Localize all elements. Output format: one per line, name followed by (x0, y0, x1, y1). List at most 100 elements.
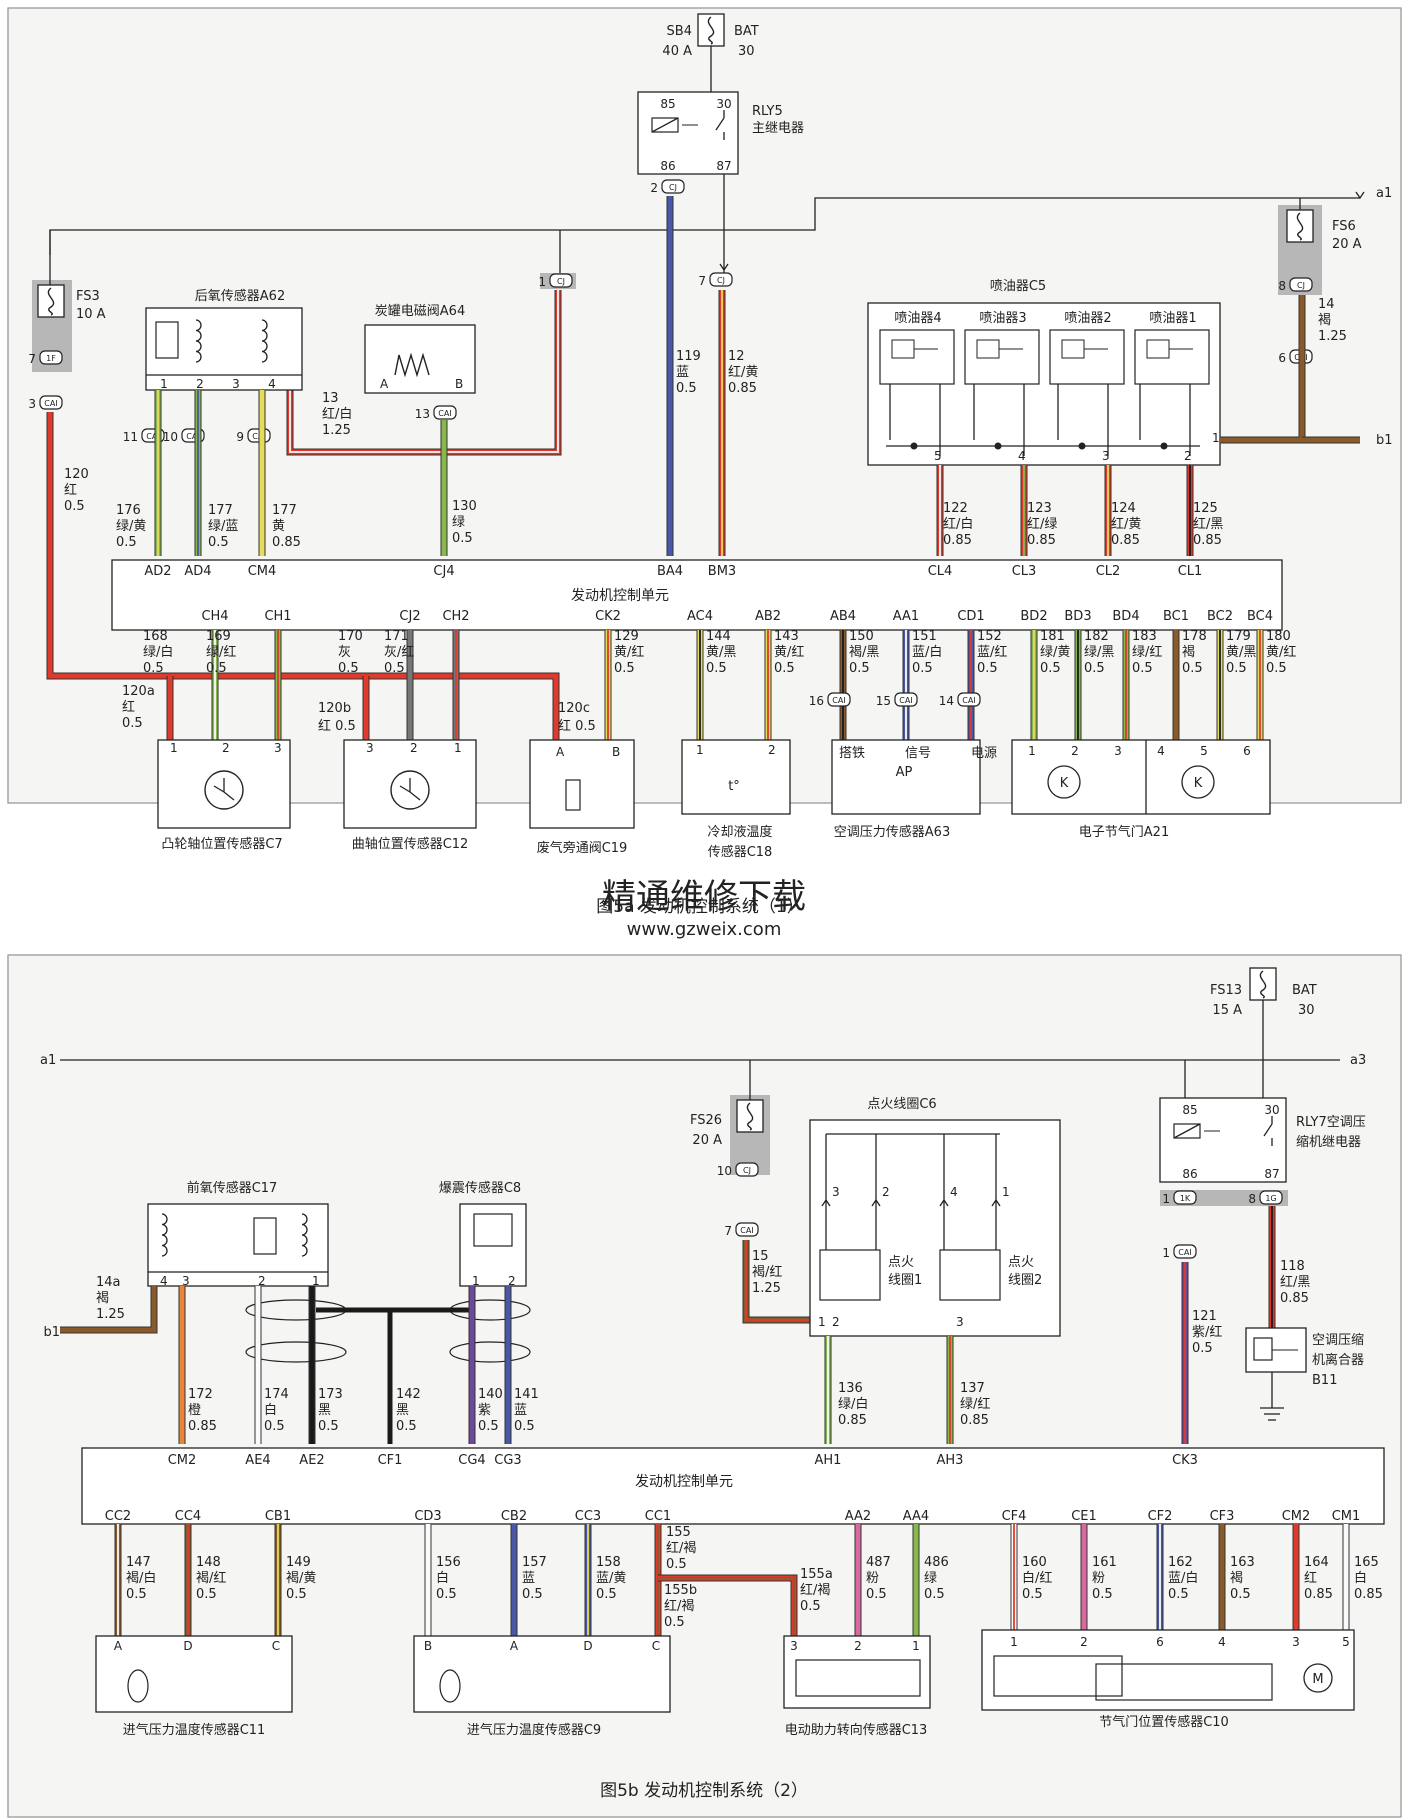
wire-b-label-5-size: 0.5 (706, 661, 727, 676)
c6-arrow-3 (991, 1198, 1001, 1207)
comp-b11-name3: B11 (1312, 1373, 1337, 1388)
comp-c18-symbol: t° (728, 779, 740, 794)
ecu-b-term-top-7: AH3 (937, 1453, 964, 1468)
conn-a-15-pin: 15 (876, 694, 891, 708)
conn-b-8 (1259, 1190, 1283, 1205)
conn-a-11-label: CAI (146, 432, 159, 441)
wire-bb-label-13-color: 红 (1304, 1570, 1317, 1586)
wire-t-label-5-color: 蓝 (514, 1403, 527, 1418)
wire-bb-label-6-id: 155 (666, 1525, 691, 1540)
comp-a62-heater (155, 321, 179, 359)
comp-c5-inj-box-4 (1134, 329, 1210, 385)
fuse-fs13-name: FS13 (1210, 983, 1242, 998)
comp-c17-pin-3: 3 (182, 1274, 190, 1288)
conn-a-2-pin: 2 (650, 181, 658, 195)
wire-177b-label-id: 177 (272, 503, 297, 518)
comp-c18-pin-1: 1 (696, 743, 704, 757)
ecu-a-term-bot-12: BD4 (1112, 609, 1139, 624)
ecu-b-term-bot-10: CE1 (1071, 1509, 1097, 1524)
comp-c9 (413, 1635, 671, 1713)
wire-bb-label-14-id: 165 (1354, 1555, 1379, 1570)
wire-bb-label-7-id: 487 (866, 1555, 891, 1570)
wire-bb-label-8-id: 486 (924, 1555, 949, 1570)
ecu-a-term-top-0: AD2 (144, 564, 171, 579)
ecu-a-term-top-2: CM4 (248, 564, 277, 579)
wire-13-label-id: 13 (322, 391, 339, 406)
shield-2 (245, 1341, 347, 1363)
comp-c9-pin-C: C (652, 1639, 660, 1653)
wire-120c-id: 120c (558, 701, 590, 716)
ecu-a-term-top-4: BA4 (657, 564, 683, 579)
wire-b-label-4-color: 黄/红 (614, 644, 644, 660)
comp-a62 (145, 307, 303, 391)
comp-c13-pin-2: 2 (854, 1639, 862, 1653)
c6-arrow-2 (939, 1198, 949, 1207)
wire-15-stripe (745, 1240, 820, 1321)
wire-122-label-color: 红/白 (943, 516, 973, 532)
comp-c5-pin-2: 2 (1184, 449, 1192, 463)
ecu-b-term-top-2: AE2 (299, 1453, 324, 1468)
fuse-fs3-symbol (47, 287, 55, 316)
wire-130-label-color: 绿 (452, 515, 465, 530)
ecu-b-term-bot-8: AA4 (903, 1509, 929, 1524)
comp-c19-pin-b: B (612, 745, 620, 759)
wire-b-label-14-id: 179 (1226, 629, 1251, 644)
comp-a63-pin-2: 电源 (971, 746, 997, 761)
wire-b-label-5-color: 黄/黑 (706, 645, 736, 660)
wire-b-label-13-id: 178 (1182, 629, 1207, 644)
relay-rly5-name: RLY5 (752, 104, 783, 119)
wire-b-label-12-id: 183 (1132, 629, 1157, 644)
relay-rly5-p30: 30 (716, 97, 731, 111)
wire-120a-label-size: 0.5 (122, 716, 143, 731)
comp-c8-name: 爆震传感器C8 (439, 1180, 521, 1196)
watermark-a-text: 精通维修下载 (602, 877, 806, 917)
ecu-b-term-top-8: CK3 (1172, 1453, 1198, 1468)
conn-a-14-label: CAI (962, 696, 975, 705)
wire-bb-label-4-size: 0.5 (522, 1587, 543, 1602)
wire-bb-label-10-size: 0.5 (1092, 1587, 1113, 1602)
comp-c19-name: 废气旁通阀C19 (537, 840, 628, 856)
comp-c5-inj-4: 喷油器1 (1149, 311, 1196, 326)
comp-c12-pin-3: 3 (366, 741, 374, 755)
relay-rly5 (637, 91, 739, 175)
ecu-a-term-bot-10: BD2 (1020, 609, 1047, 624)
conn-a-13-label: CAI (438, 409, 451, 418)
wire-t-label-2-id: 173 (318, 1387, 343, 1402)
wire-b-label-15-id: 180 (1266, 629, 1291, 644)
relay-rly5-p87: 87 (716, 159, 731, 173)
wire-176-label-id: 176 (116, 503, 141, 518)
wire-bb-label-3-size: 0.5 (436, 1587, 457, 1602)
comp-a63-pin-0: 搭铁 (839, 745, 865, 761)
shield-4 (449, 1341, 531, 1363)
comp-c5-inj-3: 喷油器2 (1064, 311, 1111, 326)
wire-b-label-12-size: 0.5 (1132, 661, 1153, 676)
wire-t-label-3-id: 142 (396, 1387, 421, 1402)
relay-rly7-coil (1173, 1123, 1201, 1139)
wire-b-label-13-color: 褐 (1182, 645, 1195, 660)
conn-b-7 (735, 1222, 759, 1237)
ecu-a-term-top-9: CL1 (1178, 564, 1203, 579)
wire-15-label-id: 15 (752, 1249, 769, 1264)
ecu-a-term-top-7: CL3 (1012, 564, 1037, 579)
wire-136-label-id: 136 (838, 1381, 863, 1396)
comp-c5-inj-box-1 (879, 329, 955, 385)
wire-177b-label-size: 0.85 (272, 535, 301, 550)
wire-t-label-3-size: 0.5 (396, 1419, 417, 1434)
conn-a-9-pin: 9 (236, 430, 244, 444)
comp-c5-name: 喷油器C5 (990, 279, 1046, 294)
comp-c18-pin-2: 2 (768, 743, 776, 757)
conn-a-14 (957, 692, 981, 707)
comp-c6-coil1 (819, 1249, 881, 1301)
conn-a-1f-pin: 7 (28, 352, 36, 366)
comp-c17 (147, 1203, 329, 1287)
conn-b-8-pin: 8 (1248, 1192, 1256, 1206)
wire-b-label-6-color: 黄/红 (774, 644, 804, 660)
comp-c17-coil2 (301, 1213, 308, 1257)
comp-a21-motor2 (1181, 765, 1215, 799)
comp-c12-pin-2: 2 (410, 741, 418, 755)
conn-a-16 (827, 692, 851, 707)
wire-b-label-2-id: 170 (338, 629, 363, 644)
conn-a-10-pin: 10 (163, 430, 178, 444)
fuse-fs26-name: FS26 (690, 1113, 722, 1128)
watermark-a-url: www.gzweix.com (627, 919, 782, 940)
